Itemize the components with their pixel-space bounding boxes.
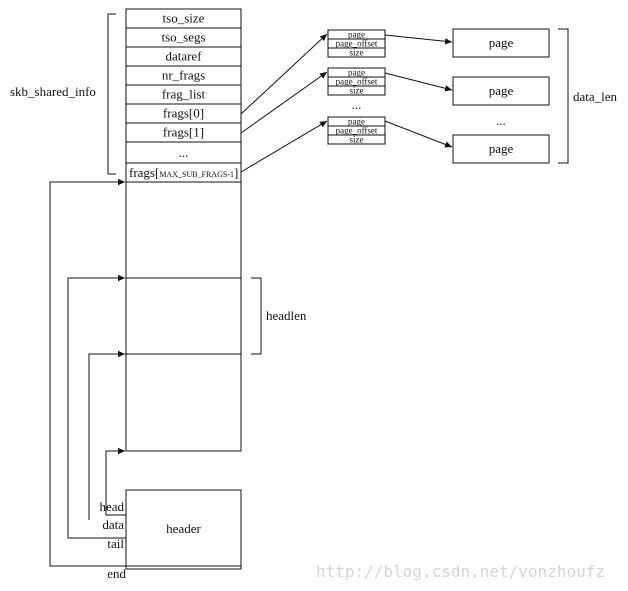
pointer-end-label: end [107, 566, 126, 581]
shared-info-fields: tso_size tso_segs dataref nr_frags frag_… [125, 8, 242, 183]
svg-text:size: size [350, 86, 364, 96]
page-label-1: page [489, 83, 514, 98]
pointer-data-label: data [102, 517, 124, 532]
pointer-tail-label: tail [107, 536, 124, 551]
frag-descriptor-2: page page_offset size [327, 116, 386, 145]
arrow-frags1-to-desc [240, 71, 328, 134]
frag-descriptor-ellipsis: ... [352, 97, 362, 112]
page-box-0 [452, 28, 550, 58]
field-nr-frags: nr_frags [162, 68, 205, 83]
arrow-desc0-to-page [384, 34, 453, 45]
svg-text:page_offset: page_offset [336, 126, 378, 136]
field-frags-1: frags[1] [163, 125, 204, 140]
frag-descriptor-1: page page_offset size [327, 67, 386, 96]
arrow-data-pointer-line [88, 353, 126, 520]
skb-header-box [125, 489, 242, 570]
field-frag-list: frag_list [162, 87, 206, 102]
arrow-end-pointer [49, 178, 241, 567]
skb-header-label: header [166, 521, 201, 536]
svg-text:page: page [348, 30, 365, 40]
page-box-2 [452, 134, 550, 164]
arrow-desc2-to-page [384, 120, 453, 148]
field-dataref: dataref [165, 49, 202, 64]
page-label-2: page [489, 141, 514, 156]
arrow-desc1-to-page [384, 72, 453, 92]
field-ellipsis: ... [179, 145, 189, 160]
field-tso-segs: tso_segs [161, 30, 205, 45]
field-tso-size: tso_size [163, 11, 205, 26]
data-len-label: data_len [573, 89, 618, 104]
page-label-0: page [489, 35, 514, 50]
linear-buffer [125, 181, 242, 452]
field-frags-max: frags[MAX_SUB_FRAGS-1] [129, 165, 238, 180]
arrow-tail-pointer [67, 274, 126, 539]
headlen-label: headlen [266, 308, 307, 323]
arrow-head-pointer [105, 447, 126, 516]
arrow-fragsmax-to-desc [240, 120, 328, 173]
svg-text:page: page [348, 68, 365, 78]
page-box-1 [452, 76, 550, 106]
headlen-bracket [251, 277, 262, 355]
shared-info-bracket [107, 13, 116, 175]
svg-text:size: size [350, 48, 364, 58]
frag-descriptor-0: page page_offset size [327, 29, 386, 58]
watermark: http://blog.csdn.net/vonzhoufz [316, 562, 605, 581]
arrow-frags0-to-desc [240, 33, 328, 115]
data-len-bracket [558, 28, 569, 164]
shared-info-label: skb_shared_info [10, 84, 96, 99]
field-frags-0: frags[0] [163, 106, 204, 121]
svg-text:page_offset: page_offset [336, 39, 378, 49]
pointer-head-label: head [99, 499, 124, 514]
svg-text:page_offset: page_offset [336, 77, 378, 87]
svg-text:page: page [348, 117, 365, 127]
svg-text:size: size [350, 135, 364, 145]
pages-ellipsis: ... [496, 113, 506, 128]
